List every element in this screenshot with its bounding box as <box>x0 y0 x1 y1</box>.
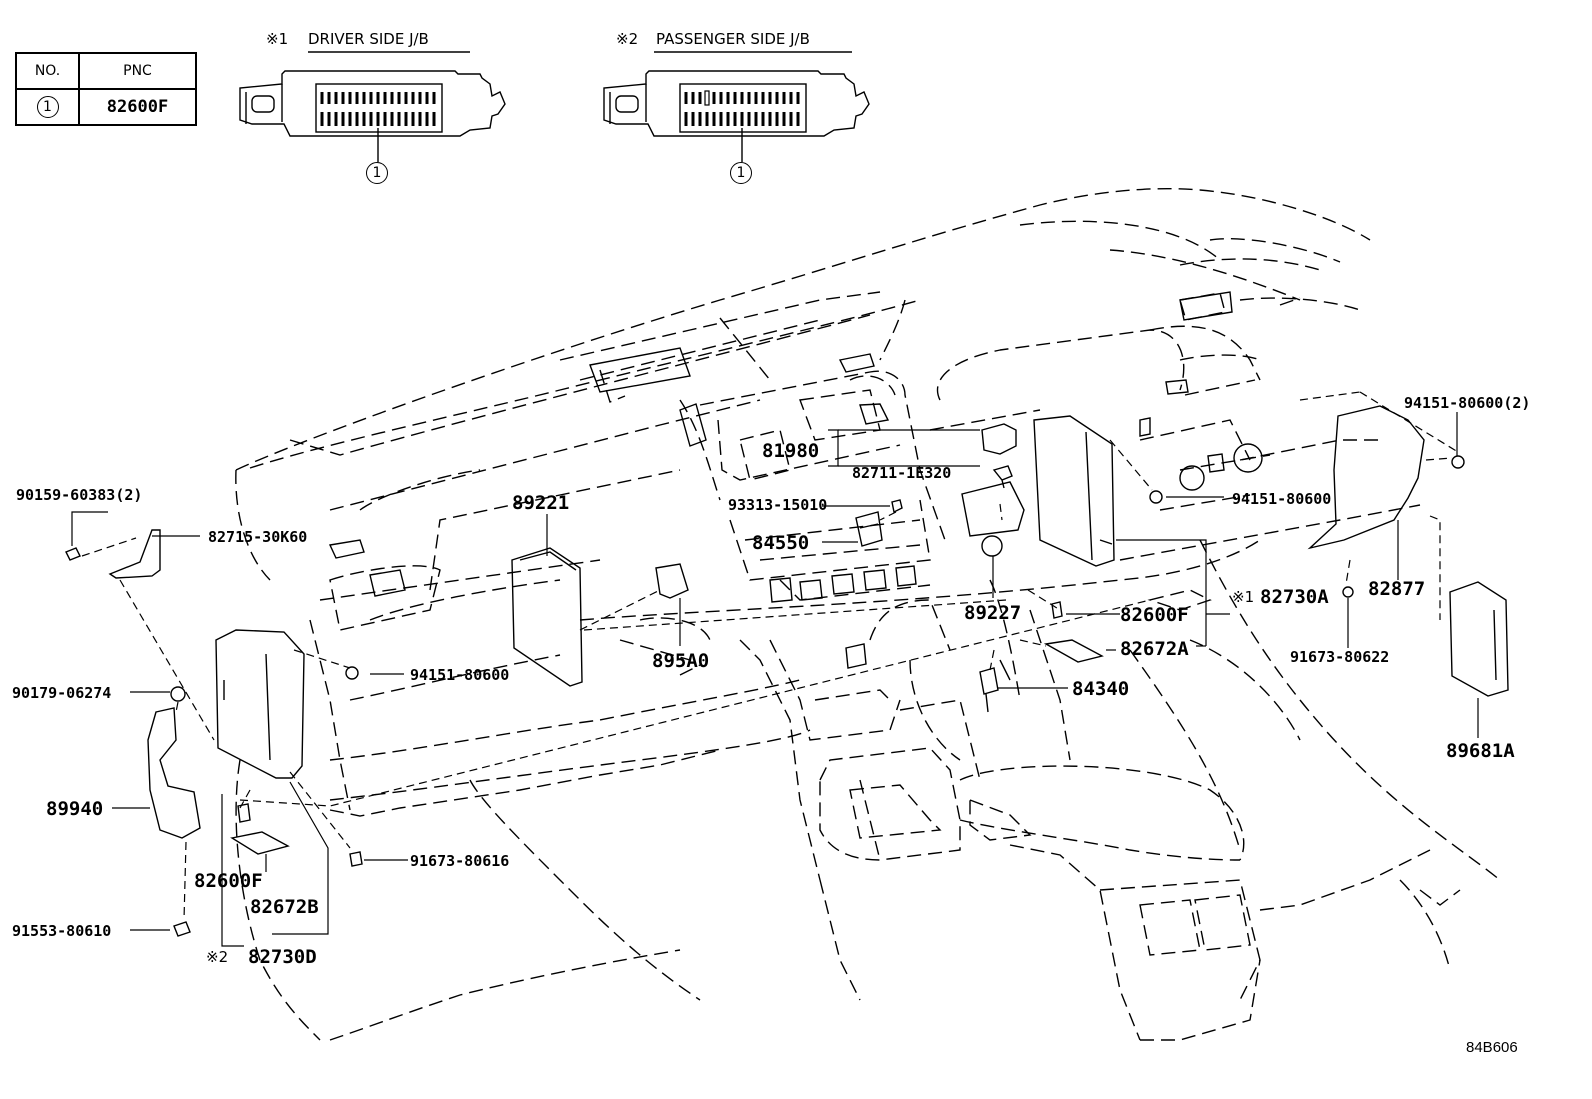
label-94151-80600-right: 94151-80600 <box>1232 490 1332 508</box>
part-82672A-drawing <box>1043 639 1104 663</box>
table-row-no-value: 1 <box>36 96 59 118</box>
label-89681a: 89681A <box>1446 740 1515 762</box>
part-84340-drawing <box>979 667 999 713</box>
driver-inset-callout-number: 1 <box>366 162 388 184</box>
label-94151-80600-2: 94151-80600(2) <box>1404 394 1531 412</box>
driver-inset-callout: 1 <box>366 162 388 184</box>
part-94151-left-drawing <box>345 666 359 680</box>
label-82672b: 82672B <box>250 896 319 918</box>
part-94151-right-drawing <box>1149 490 1163 504</box>
driver-inset-mark: ※1 <box>266 30 289 48</box>
table-row-pnc: 82600F <box>106 97 169 117</box>
part-89681A-drawing <box>1449 581 1509 697</box>
part-89221-drawing <box>511 547 583 687</box>
passenger-inset-title: PASSENGER SIDE J/B <box>656 30 810 48</box>
label-84340: 84340 <box>1072 678 1130 700</box>
label-91673-80616: 91673-80616 <box>410 852 510 870</box>
label-84550: 84550 <box>752 532 810 554</box>
part-91553-bolt <box>173 921 191 937</box>
part-89227-drawing <box>961 481 1025 537</box>
label-89940: 89940 <box>46 798 104 820</box>
driver-jb-inset-drawing <box>239 51 506 162</box>
part-91673-80616-drawing <box>349 851 363 867</box>
passenger-inset-callout: 1 <box>730 162 752 184</box>
part-81980-drawing <box>981 423 1017 455</box>
label-82600f-left: 82600F <box>194 870 263 892</box>
passenger-inset-callout-number: 1 <box>730 162 752 184</box>
dashed-leaders <box>81 391 1459 921</box>
part-93313-drawing <box>891 499 903 514</box>
label-82715-30k60: 82715-30K60 <box>208 528 308 546</box>
label-89221: 89221 <box>512 492 570 514</box>
passenger-jb-inset-drawing <box>603 51 870 162</box>
part-82877-drawing <box>1307 405 1425 550</box>
dashboard-solid-details <box>328 291 1263 681</box>
label-93313-15010: 93313-15010 <box>728 496 828 514</box>
diagram-reference-code: 84B606 <box>1466 1039 1518 1056</box>
label-82730a: 82730A <box>1260 586 1329 608</box>
leader-lines <box>71 412 1479 947</box>
part-82672B-drawing <box>230 831 290 855</box>
label-82730d-mark: ※2 <box>206 948 229 966</box>
part-91673-80622-drawing <box>1342 586 1354 598</box>
label-89227: 89227 <box>964 602 1022 624</box>
table-row-no: 1 <box>17 90 78 124</box>
label-895a0: 895A0 <box>652 650 710 672</box>
part-84550-drawing <box>855 511 883 547</box>
part-89227-sensor <box>981 535 1003 557</box>
part-90159-bolt <box>65 547 81 561</box>
label-94151-80600-left: 94151-80600 <box>410 666 510 684</box>
label-82672a: 82672A <box>1120 638 1189 660</box>
driver-inset-title: DRIVER SIDE J/B <box>308 30 429 48</box>
label-82600f-right: 82600F <box>1120 604 1189 626</box>
label-82877: 82877 <box>1368 578 1426 600</box>
part-82715-drawing <box>108 529 161 579</box>
table-header-no: NO. <box>34 63 61 79</box>
part-94151-bracket-bolt <box>1451 455 1465 469</box>
label-82711-1e320: 82711-1E320 <box>852 464 952 482</box>
part-895A0-drawing <box>655 563 689 599</box>
label-82730a-mark: ※1 <box>1232 588 1255 606</box>
part-82600F-left-drawing <box>237 803 251 823</box>
label-91553-80610: 91553-80610 <box>12 922 112 940</box>
pnc-table: NO. PNC 1 82600F <box>15 52 197 126</box>
label-91673-80622: 91673-80622 <box>1290 648 1390 666</box>
part-82600F-right-drawing <box>1051 601 1063 619</box>
label-81980: 81980 <box>762 440 820 462</box>
table-header-pnc: PNC <box>123 63 152 79</box>
part-90179-clip <box>170 686 186 702</box>
label-82730d: 82730D <box>248 946 317 968</box>
passenger-junction-block-drawing <box>1033 415 1115 567</box>
part-89940-drawing <box>147 707 201 839</box>
label-90159-60383-2: 90159-60383(2) <box>16 486 143 504</box>
label-90179-06274: 90179-06274 <box>12 684 112 702</box>
driver-junction-block-drawing <box>215 629 305 779</box>
dashboard-outline <box>235 188 1501 1041</box>
passenger-inset-mark: ※2 <box>616 30 639 48</box>
